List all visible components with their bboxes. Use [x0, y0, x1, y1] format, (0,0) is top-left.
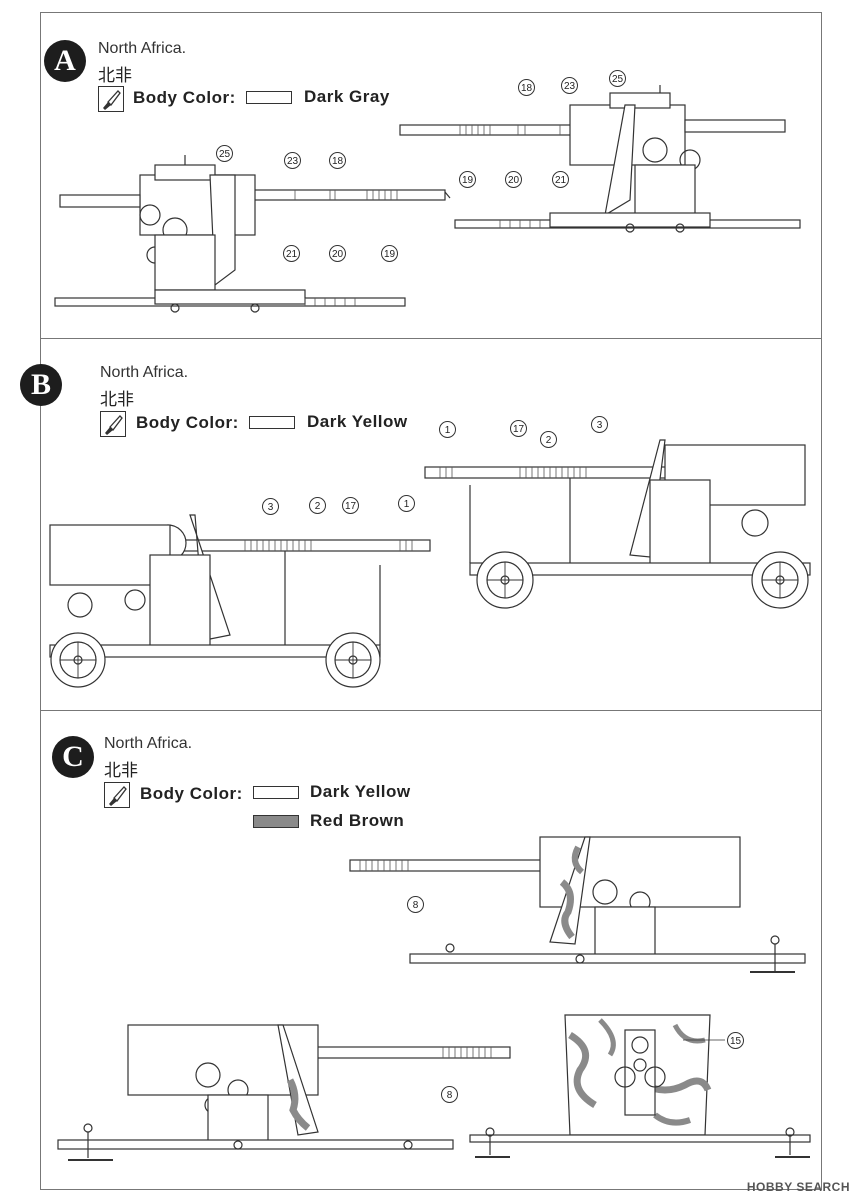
part-callout: 15 [727, 1032, 744, 1049]
part-callout: 25 [216, 145, 233, 162]
color-name: Dark Yellow [307, 412, 408, 431]
section-divider [40, 710, 822, 711]
flak-gun-side-view-right [399, 85, 801, 233]
part-callout: 21 [552, 171, 569, 188]
paint-brush-icon [104, 782, 130, 808]
part-callout: 3 [262, 498, 279, 515]
part-callout: 20 [505, 171, 522, 188]
color-name: Dark Gray [304, 87, 390, 106]
part-callout: 21 [283, 245, 300, 262]
part-callout: 18 [518, 79, 535, 96]
flak-gun-side-view-left [54, 155, 451, 313]
region-label-cjk: 北非 [100, 390, 134, 410]
part-callout: 1 [439, 421, 456, 438]
region-label: North Africa. [100, 364, 189, 381]
color-name: Dark Yellow [310, 782, 411, 801]
part-callout: 25 [609, 70, 626, 87]
part-callout: 8 [441, 1086, 458, 1103]
body-color-label: Body Color: [136, 413, 239, 432]
color-swatch-dark-gray [246, 91, 292, 104]
part-callout: 23 [561, 77, 578, 94]
section-letter-badge: B [20, 364, 62, 406]
flak-gun-transport-view-right [424, 439, 811, 609]
part-callout: 19 [459, 171, 476, 188]
part-callout: 8 [407, 896, 424, 913]
flak-gun-camouflage-side-view-lower [57, 1024, 511, 1161]
part-callout: 2 [309, 497, 326, 514]
body-color-label: Body Color: [140, 784, 243, 803]
flak-gun-camouflage-front-view [469, 1014, 811, 1158]
instruction-sheet-frame [40, 12, 822, 1190]
flak-gun-transport-view-left [49, 514, 431, 688]
part-callout: 20 [329, 245, 346, 262]
region-label-cjk: 北非 [98, 66, 132, 86]
body-color-label: Body Color: [133, 88, 236, 107]
part-callout: 3 [591, 416, 608, 433]
section-letter-badge: C [52, 736, 94, 778]
region-label: North Africa. [104, 735, 193, 752]
region-label: North Africa. [98, 40, 187, 57]
part-callout: 23 [284, 152, 301, 169]
part-callout: 1 [398, 495, 415, 512]
section-divider [40, 338, 822, 339]
color-swatch-dark-yellow [249, 416, 295, 429]
part-callout: 17 [342, 497, 359, 514]
flak-gun-camouflage-side-view-upper [349, 836, 806, 973]
part-callout: 19 [381, 245, 398, 262]
paint-brush-icon [100, 411, 126, 437]
part-callout: 2 [540, 431, 557, 448]
color-swatch-dark-yellow [253, 786, 299, 799]
part-callout: 17 [510, 420, 527, 437]
region-label-cjk: 北非 [104, 761, 138, 781]
color-swatch-red-brown [253, 815, 299, 828]
section-letter-badge: A [44, 40, 86, 82]
paint-brush-icon [98, 86, 124, 112]
watermark: HOBBY SEARCH [746, 1180, 850, 1194]
color-name: Red Brown [310, 811, 405, 830]
part-callout: 18 [329, 152, 346, 169]
